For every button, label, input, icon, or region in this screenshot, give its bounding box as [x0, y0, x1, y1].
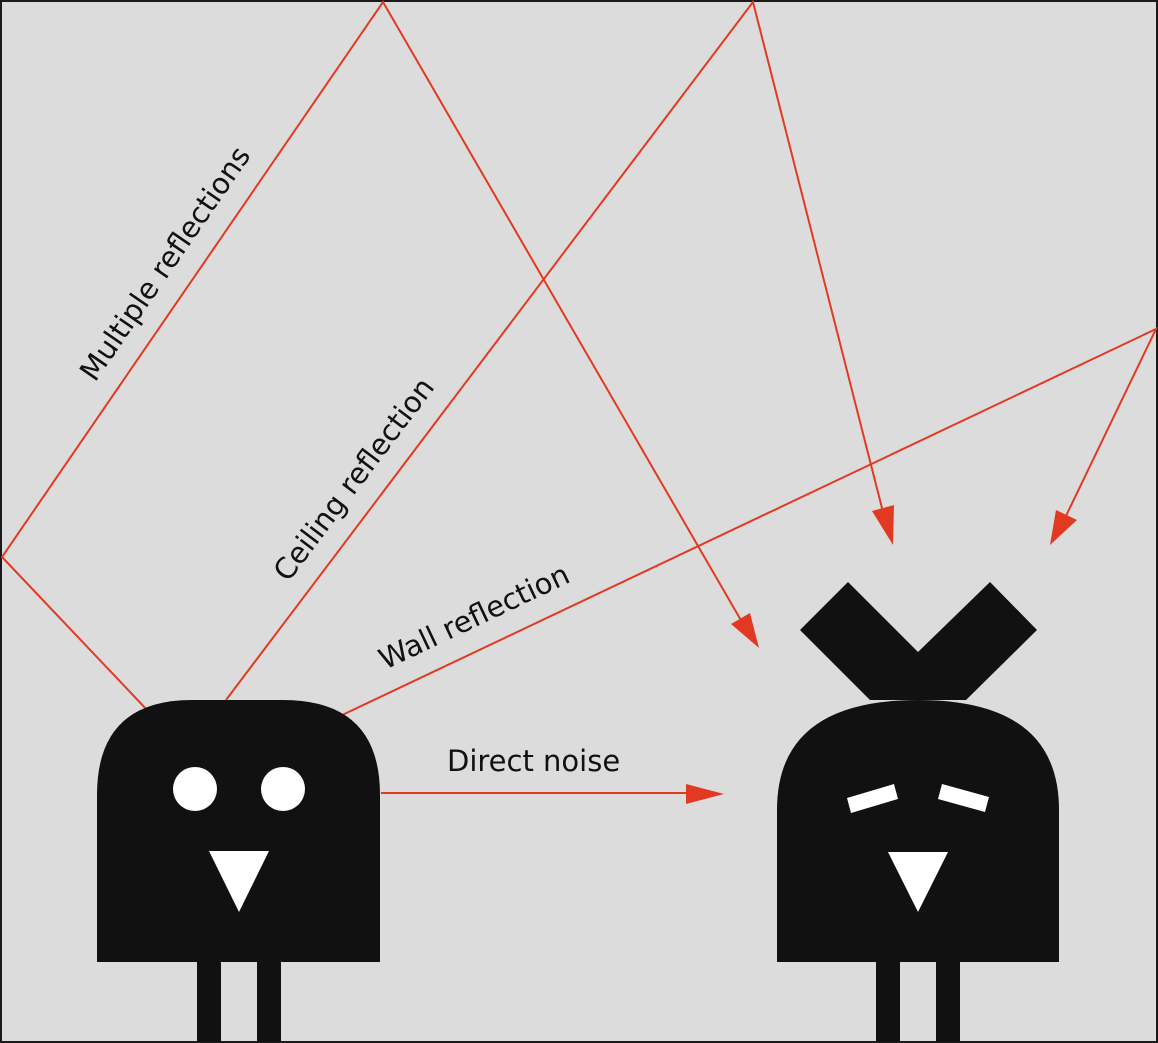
listener-eyebrow-right [938, 784, 989, 812]
listener-eyebrow-left [847, 784, 898, 813]
listener-figure [777, 582, 1059, 1042]
source-leg-right [257, 960, 281, 1042]
multiple-reflections-arrowhead [731, 613, 759, 648]
ceiling-reflection-arrowhead [872, 505, 894, 545]
listener-leg-right [936, 960, 960, 1042]
listener-beak [888, 852, 948, 912]
wall-reflection-arrowhead [1050, 510, 1077, 545]
source-eye-left [173, 767, 217, 811]
direct-noise-label: Direct noise [447, 744, 620, 778]
source-beak [209, 851, 269, 912]
multiple-reflections-ray [0, 0, 759, 713]
direct-noise-ray [381, 784, 724, 804]
listener-body [777, 700, 1059, 962]
ceiling-reflection-ray [225, 0, 894, 701]
direct-noise-arrowhead [686, 784, 724, 804]
noise-source-figure [97, 700, 380, 1042]
wall-reflection-ray [337, 326, 1158, 718]
source-leg-left [197, 960, 221, 1042]
source-body [97, 700, 380, 962]
listener-hands-on-head [800, 582, 1037, 700]
listener-leg-left [876, 960, 900, 1042]
source-eye-right [261, 767, 305, 811]
